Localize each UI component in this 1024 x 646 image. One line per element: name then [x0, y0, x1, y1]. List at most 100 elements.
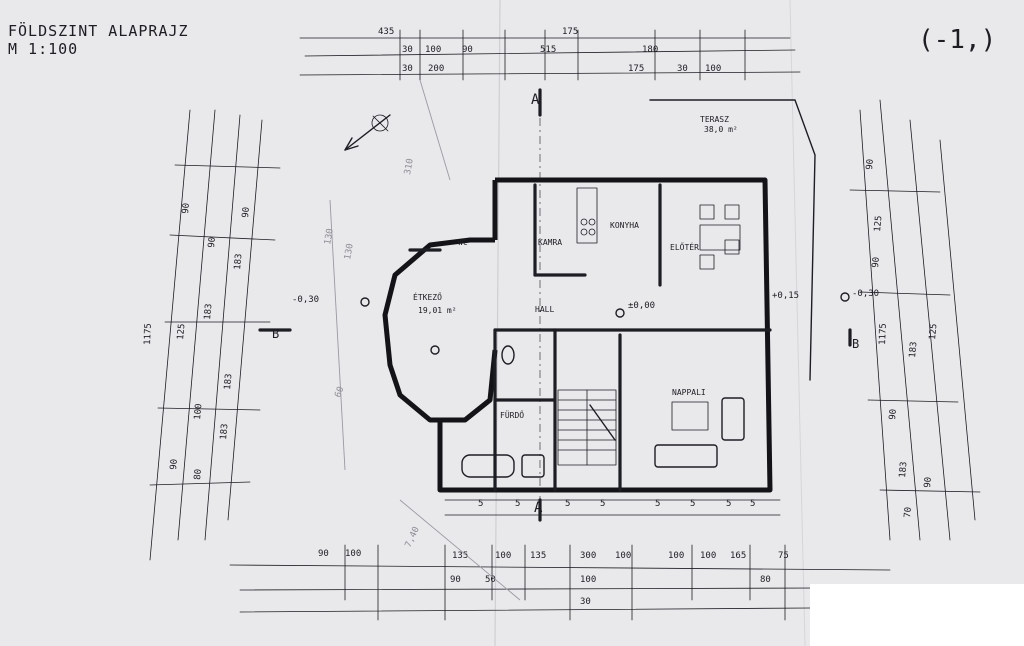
- north-arrow-icon: [344, 114, 391, 151]
- dim-label: 90: [462, 45, 473, 55]
- dim-label: 5: [750, 499, 755, 509]
- section-mark-right: B: [852, 337, 859, 351]
- dim-label: 100: [193, 403, 204, 420]
- level-label-right: -0,30: [852, 289, 879, 299]
- pencil-annotations: [329, 79, 521, 601]
- dim-label: 50: [485, 575, 496, 585]
- dim-label: 180: [642, 45, 658, 55]
- dim-label: 100: [668, 551, 684, 561]
- dim-label: 165: [730, 551, 746, 561]
- dim-label: 100: [705, 64, 721, 74]
- dim-label: 100: [425, 45, 441, 55]
- room-name-pantry: KAMRA: [538, 238, 562, 247]
- dim-label: 5: [515, 499, 520, 509]
- dim-label: 5: [478, 499, 483, 509]
- level-label-left: -0,30: [292, 295, 319, 305]
- dim-label: 300: [580, 551, 596, 561]
- dim-label: 515: [540, 45, 556, 55]
- room-area-dining: 19,01 m²: [418, 306, 457, 315]
- dim-label: 100: [495, 551, 511, 561]
- dim-label: 90: [871, 257, 882, 269]
- room-name-hall: HALL: [535, 305, 554, 314]
- section-mark-bottom: A: [534, 500, 543, 516]
- pencil-dim: 310: [403, 158, 416, 176]
- room-name-wc: WC: [458, 238, 468, 247]
- dim-label: 90: [241, 207, 252, 219]
- dim-label: 30: [402, 45, 413, 55]
- paper-fold: [494, 0, 501, 646]
- level-markers: [360, 292, 850, 355]
- pencil-dim: 130: [343, 243, 356, 261]
- dim-label: 1175: [143, 323, 154, 345]
- dim-label: 175: [628, 64, 644, 74]
- dim-label: 90: [169, 459, 180, 471]
- room-name-entry: ELŐTÉR: [670, 241, 699, 252]
- dim-label: 80: [760, 575, 771, 585]
- dim-label: 5: [565, 499, 570, 509]
- dim-label: 80: [193, 469, 204, 481]
- dim-label: 30: [677, 64, 688, 74]
- dim-label: 70: [903, 507, 914, 519]
- room-name-terrace: TERASZ: [700, 115, 729, 124]
- dim-label: 90: [207, 237, 218, 249]
- dim-label: 183: [219, 423, 230, 440]
- dim-label: 175: [562, 27, 578, 37]
- dim-label: 183: [898, 461, 909, 478]
- dim-label: 435: [378, 27, 394, 37]
- dim-label: 125: [873, 215, 884, 232]
- dim-label: 100: [615, 551, 631, 561]
- dim-label: 183: [233, 253, 244, 270]
- room-area-terrace: 38,0 m²: [704, 125, 738, 134]
- pencil-dim: 130: [323, 228, 336, 246]
- dim-label: 135: [530, 551, 546, 561]
- level-label-side: +0,15: [772, 291, 799, 301]
- room-name-dining: ÉTKEZŐ: [413, 291, 442, 302]
- corner-note: (-1,): [918, 25, 996, 55]
- dim-label: 1175: [878, 323, 889, 345]
- section-cut-markers: [258, 88, 852, 522]
- dim-label: 90: [318, 549, 329, 559]
- kitchen-fixtures: [576, 187, 741, 270]
- dim-label: 5: [726, 499, 731, 509]
- staircase: [557, 389, 617, 466]
- section-mark-left: B: [272, 327, 279, 341]
- dim-label: 90: [181, 203, 192, 215]
- top-dimension-chains: [299, 29, 801, 81]
- dim-label: 125: [928, 323, 939, 340]
- dim-label: 183: [223, 373, 234, 390]
- dim-label: 100: [580, 575, 596, 585]
- level-label-floor: ±0,00: [628, 301, 655, 311]
- drawing-title: FÖLDSZINT ALAPRAJZ: [8, 21, 189, 40]
- dim-label: 135: [452, 551, 468, 561]
- dim-label: 5: [655, 499, 660, 509]
- dim-label: 183: [908, 341, 919, 358]
- left-dimension-chains: [149, 109, 281, 561]
- pencil-dim: 7,40: [404, 525, 422, 549]
- paper-fold: [789, 0, 806, 646]
- dim-label: 90: [888, 409, 899, 421]
- room-name-living: NAPPALI: [672, 388, 706, 397]
- drawing-scale: M 1:100: [8, 40, 78, 58]
- dim-label: 90: [923, 477, 934, 489]
- right-dimension-chains: [849, 99, 981, 541]
- dim-label: 90: [865, 159, 876, 171]
- bottom-dimension-chains: [229, 544, 891, 621]
- bath-fixtures: [461, 345, 545, 478]
- blank-corner: [810, 584, 1024, 646]
- dim-label: 75: [778, 551, 789, 561]
- room-name-bath: FÜRDŐ: [500, 410, 524, 420]
- dim-label: 183: [203, 303, 214, 320]
- dim-label: 5: [600, 499, 605, 509]
- dim-label: 5: [690, 499, 695, 509]
- dim-label: 100: [345, 549, 361, 559]
- living-furniture: [654, 397, 745, 468]
- dim-label: 30: [402, 64, 413, 74]
- pencil-dim: 60: [333, 385, 346, 399]
- room-name-kitchen: KONYHA: [610, 221, 639, 230]
- dim-label: 90: [450, 575, 461, 585]
- dim-label: 200: [428, 64, 444, 74]
- section-mark-top: A: [531, 92, 540, 108]
- dim-label: 30: [580, 597, 591, 607]
